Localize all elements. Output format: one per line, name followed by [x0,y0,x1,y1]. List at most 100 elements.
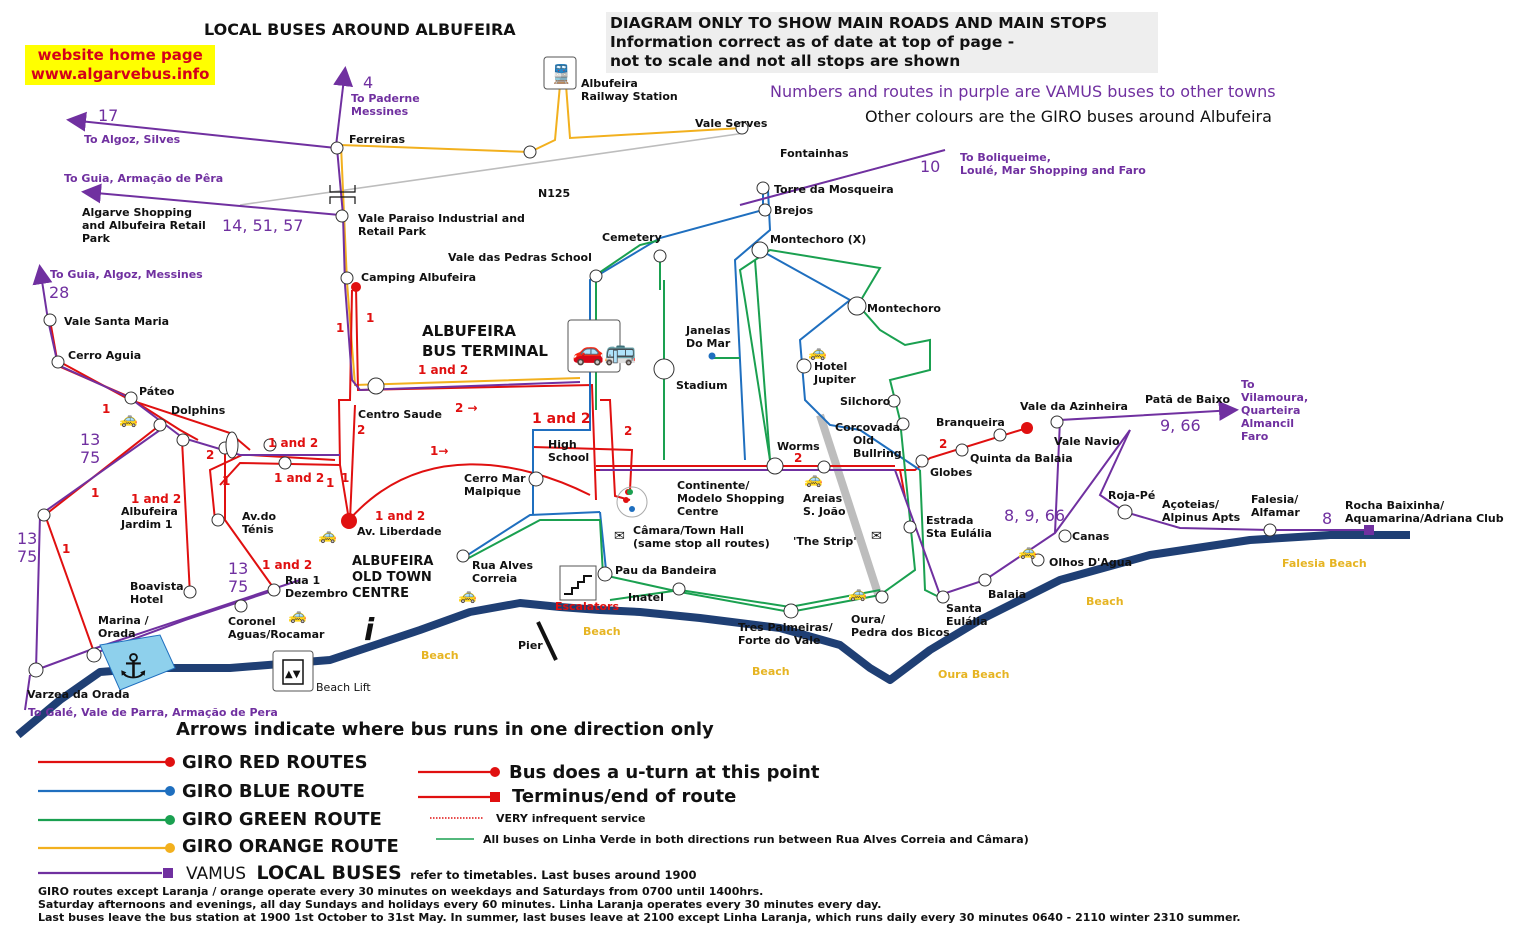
svg-text:✉: ✉ [871,529,882,544]
website-link[interactable]: website home page www.algarvebus.info [25,45,216,85]
coastline [15,531,1410,739]
svg-text:🚕: 🚕 [1018,542,1037,560]
stop-label-varzea: Varzea da Orada [27,688,130,701]
label-2: 2 [206,448,214,462]
mail-icon: ✉✉ [614,529,882,544]
disclaimer-line1: DIAGRAM ONLY TO SHOW MAIN ROADS AND MAIN… [610,14,1108,32]
stop-label-canas: Canas [1072,530,1110,543]
stop-label-silchoro: Silchoro [840,395,891,408]
stop-label-vale_navio: Vale Navio [1054,435,1120,448]
svg-text:🚕: 🚕 [318,526,337,544]
arrows-note: Arrows indicate where bus runs in one di… [176,719,714,740]
label-1-and-2: 1 and 2 [262,558,312,572]
stop-label-vale_serves: Vale Serves [695,117,768,130]
label-2: 2 [939,437,947,451]
footer-line2: Saturday afternoons and evenings, all da… [38,898,882,911]
label-1-and-2: 1 and 2 [131,492,181,506]
rocha-baixinha-terminus [1364,525,1374,535]
page-title: LOCAL BUSES AROUND ALBUFEIRA [204,20,516,39]
info-icon: i [364,613,375,648]
stop-markers [28,121,1277,678]
camara-green-dot [627,489,633,495]
camara-blue-dot [629,506,635,512]
stop-label-cerro_aguia: Cerro Aguia [68,349,141,362]
stop-label-the_strip: 'The Strip' [793,535,857,548]
vamus-number-r4: 4 [363,73,373,92]
legend-vamus-b: LOCAL BUSES [256,862,402,884]
stop-label-pata_baixo: Patã de Baixo [1145,393,1231,406]
label-2: 2 [794,451,802,465]
legend-blue: GIRO BLUE ROUTE [182,781,365,802]
stop-label-falesia_stop: Falesia/Alfamar [1251,493,1300,519]
svg-text:✉: ✉ [614,529,625,544]
disclaimer: DIAGRAM ONLY TO SHOW MAIN ROADS AND MAIN… [606,12,1158,73]
website-line2: www.algarvebus.info [31,65,210,83]
vamus-number-r28: 28 [49,283,69,302]
beach-label-beach2: Beach [583,625,621,638]
label-1: 1 [326,476,334,490]
beach-label-beach3: Beach [752,665,790,678]
legend-vamus: VAMUS LOCAL BUSES refer to timetables. L… [186,862,697,884]
legend-green: GIRO GREEN ROUTE [182,809,382,830]
vamus-note: Numbers and routes in purple are VAMUS b… [770,82,1276,101]
label-1: 1 [336,321,344,335]
vamus-number-r10: 10 [920,157,940,176]
stop-label-globes: Globes [930,466,973,479]
escalator-icon [559,565,597,601]
stop-label-cemetery: Cemetery [602,231,662,244]
svg-text:🚗🚌: 🚗🚌 [572,337,637,367]
bus-terminal-icon: 🚗🚌 [567,319,637,373]
stop-label-camara: Câmara/Town Hall(same stop all routes) [633,524,770,550]
disclaimer-line3: not to scale and not all stops are shown [610,52,961,70]
stop-label-pateo: Páteo [139,385,175,398]
stop-label-rocha_baixinha: Rocha Baixinha/Aquamarina/Adriana Club [1345,499,1504,525]
label-1-and-2: 1 and 2 [268,436,318,450]
label-1-and-2: 1 and 2 [418,363,468,377]
legend-vamus-a: VAMUS [186,864,247,884]
svg-text:▲▼: ▲▼ [285,669,301,680]
label-2: 2 [624,424,632,438]
legend-orange: GIRO ORANGE ROUTE [182,836,399,857]
n125-label: N125 [538,187,570,200]
pier [536,621,558,661]
label-1-arrow: 1→ [430,444,448,458]
label-2-arrow: 2 → [455,401,478,415]
camara-ring [616,486,648,518]
stop-label-worms: Worms [777,440,820,453]
vamus-dest-r17: To Algoz, Silves [84,133,181,146]
stop-label-stadium: Stadium [676,379,728,392]
label-1-and-2: 1 and 2 [375,509,425,523]
vamus-dest-r_guia1: To Guia, Armação de Pêra [64,172,223,185]
vamus-number-r8: 8 [1322,509,1332,528]
disclaimer-line2: Information correct as of date at top of… [610,33,1015,51]
escalators-label: Escalators [555,600,619,613]
pier-label: Pier [518,639,543,652]
dolphins-roundabout [225,431,239,459]
vamus-number-r8966: 8, 9, 66 [1004,506,1065,525]
beach-lift-icon: ▲▼ [272,650,314,692]
label-2: 2 [357,423,365,437]
footer-note: GIRO routes except Laranja / orange oper… [38,885,1241,924]
stop-label-corcovada: Corcovada [835,421,900,434]
svg-text:🚕: 🚕 [119,410,138,428]
vamus-dest-r28: To Guia, Algoz, Messines [50,268,203,281]
stop-label-dolphins: Dolphins [171,404,226,417]
